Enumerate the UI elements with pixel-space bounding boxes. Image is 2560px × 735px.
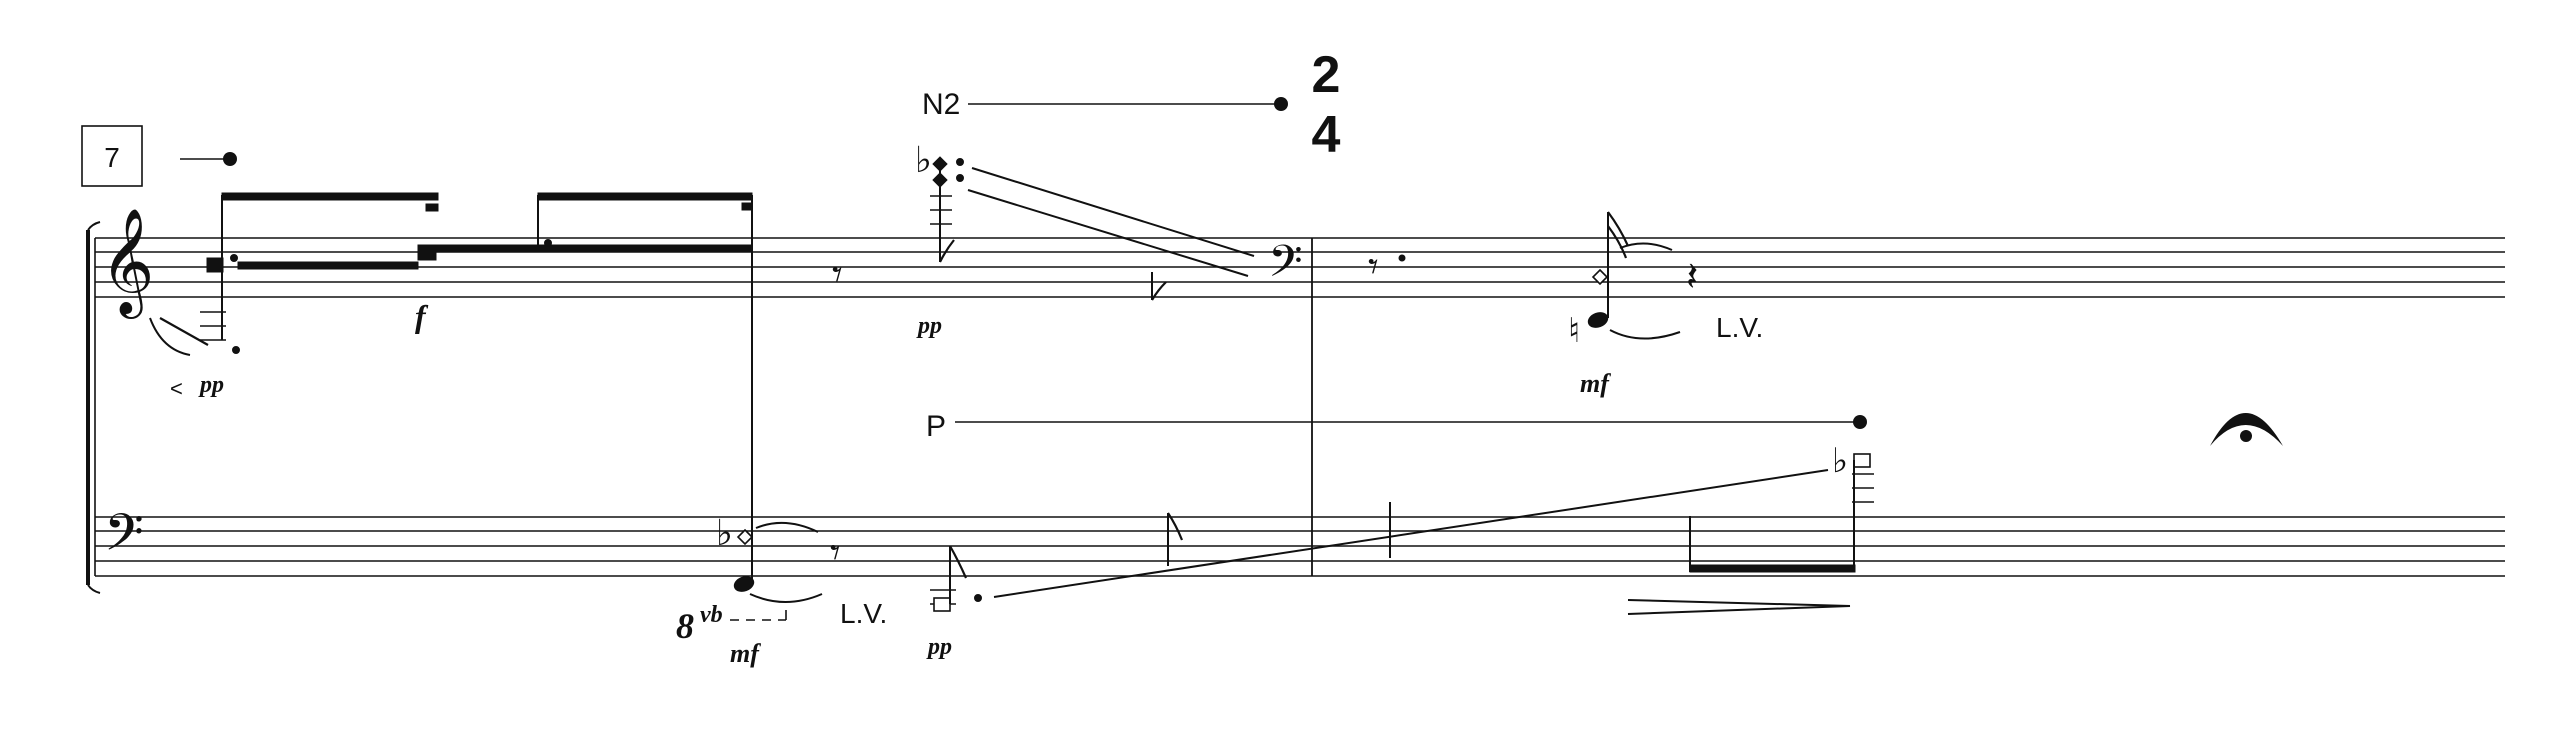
lower-note-group-1: ♭ [716,513,823,603]
dynamic-mf: mf [1580,369,1611,398]
decrescendo-hairpin [1627,599,1851,615]
technique-n2-end-dot [1274,97,1288,111]
octave-suffix: vb [700,602,723,628]
flat-icon: ♭ [1832,441,1848,481]
time-signature-denominator: 4 [1312,106,1341,164]
technique-n2: N2 [922,88,960,121]
bass-clef-icon: 𝄢 [1268,235,1303,298]
flat-icon: ♭ [915,140,932,181]
rehearsal-box [81,125,143,187]
treble-clef-icon: 𝄞 [100,207,154,319]
upper-note-group-1 [149,192,753,580]
dynamic-f: f [415,298,429,334]
octave-marking: 8 [676,606,694,646]
eighth-rest-icon: 𝄾 [1368,244,1379,290]
lower-staff [95,516,2505,577]
technique-p-end-dot [1853,415,1867,429]
quarter-rest-icon: 𝄽 [1686,254,1698,300]
flat-icon: ♭ [716,513,733,554]
bass-clef-icon: 𝄢 [104,502,144,575]
dynamic-mf-lower: mf [730,639,761,668]
dynamic-pp-second: pp [916,313,942,339]
rehearsal-mark: 7 [104,142,120,173]
lv-lower: L.V. [840,598,887,629]
lower-note-group-2 [930,469,1829,612]
eighth-rest-icon: 𝄾 [830,530,841,576]
dynamic-pp-lower: pp [926,634,952,660]
eighth-rest-icon: 𝄾 [832,252,843,298]
lv-upper: L.V. [1716,312,1763,343]
system-bracket [86,221,101,594]
upper-note-group-3: ♮ [1568,211,1681,351]
rest-dot [1398,254,1406,262]
lower-note-group-3: ♭ [1689,441,1874,573]
technique-line-end-dot [223,152,237,166]
dynamic-pp: pp [198,372,224,398]
natural-icon: ♮ [1568,311,1580,351]
technique-p: P [926,410,946,443]
time-signature-numerator: 2 [1312,46,1341,104]
fermata-icon [2210,413,2283,446]
hairpin-small: < [170,376,183,401]
upper-note-group-2: ♭ [915,140,1255,301]
